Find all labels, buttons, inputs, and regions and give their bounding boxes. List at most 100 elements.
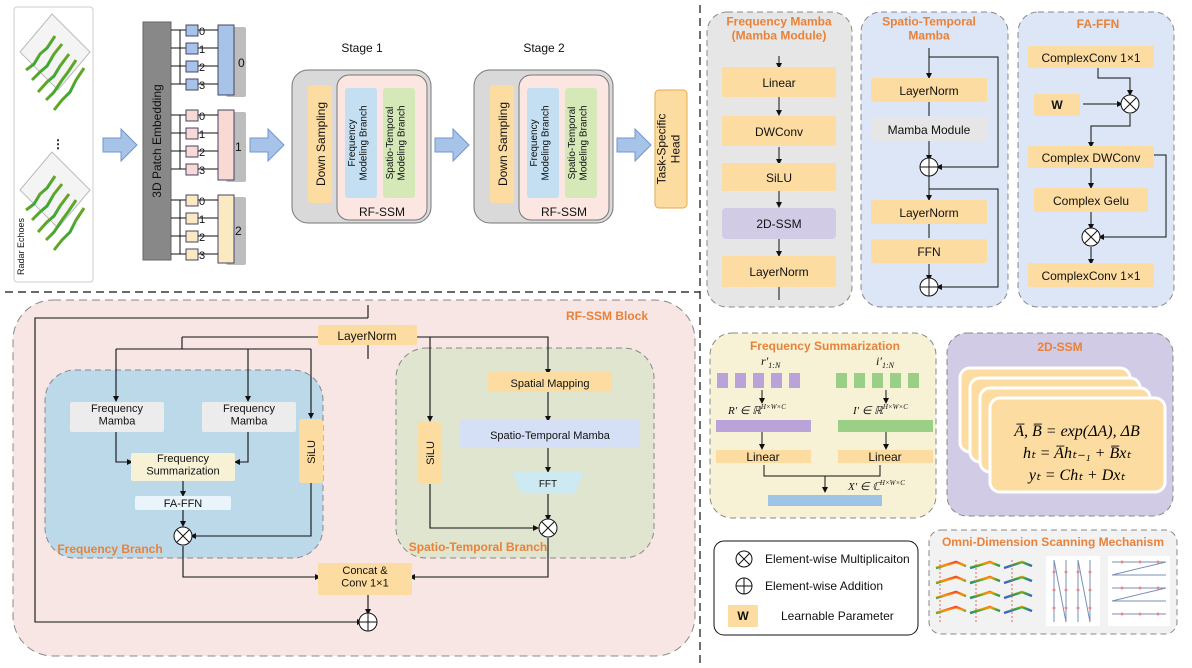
fm-step-box [722, 208, 836, 239]
fm-step-label: LayerNorm [749, 265, 808, 279]
arrow-to-head [616, 127, 652, 163]
layernorm-box [318, 325, 417, 345]
r-input-label: r′1:N [761, 354, 781, 370]
token-group-2: 2 0 1 2 3 [171, 194, 246, 265]
multiply-freq-icon [173, 526, 193, 546]
patch-embedding-label: 3D Patch Embedding [150, 84, 164, 197]
concat-conv-label: Concat &Conv 1×1 [341, 565, 388, 590]
token-index: 1 [199, 44, 205, 56]
legend-multiply-icon [735, 550, 753, 568]
frequency-branch-title: Frequency Branch [57, 542, 162, 556]
token-index: 3 [199, 165, 205, 177]
token-index: 3 [199, 250, 205, 262]
token-index: 0 [199, 111, 205, 123]
ellipsis-dots: ⋮ [52, 137, 64, 151]
legend-multiply-label: Element-wise Multiplicaiton [765, 552, 910, 566]
ssm-eq-output: yₜ = Chₜ + Dxₜ [1027, 467, 1125, 484]
fm-step-box [722, 67, 836, 97]
i-space-label: I′ ∈ ℝH×W×C [852, 403, 908, 417]
stage-2: Stage 2 Down Sampling FrequencyModeling … [473, 41, 614, 224]
w-parameter-box [1034, 94, 1080, 116]
radar-echoes-panel: ⋮ Radar Echoes [13, 6, 94, 283]
ssm-eq-discretization: A̅, B̅ = exp(ΔA), ΔB [1013, 423, 1140, 440]
add-output-icon [358, 612, 378, 632]
stm-step-box [871, 117, 987, 141]
ssm2d-title: 2D-SSM [1037, 340, 1082, 354]
stm-step-label: LayerNorm [899, 206, 958, 220]
horizontal-scan-illustration [1108, 556, 1170, 626]
frequency-summarization-box [131, 453, 235, 481]
frequency-summarization-panel: Frequency Summarization r′1:N i′1:N R′ ∈… [709, 332, 937, 519]
linear-left-box [716, 450, 811, 463]
stm-step-box [871, 200, 987, 224]
radar-image-bottom [19, 151, 91, 251]
stage-title: Stage 2 [523, 41, 565, 55]
fm-step-label: DWConv [755, 125, 803, 139]
fm-step-label: SiLU [766, 171, 792, 185]
token-index: 1 [199, 214, 205, 226]
down-sampling-label: Down Sampling [496, 102, 510, 186]
x-output-label: X′ ∈ ℂH×W×C [847, 479, 905, 493]
silu-st-label: SiLU [425, 441, 437, 465]
legend-add-label: Element-wise Addition [765, 579, 883, 593]
spatial-mapping-label: Spatial Mapping [511, 378, 590, 390]
rf-ssm-label: RF-SSM [359, 205, 405, 219]
multiply-icon [1120, 94, 1140, 114]
complex-dwconv-box [1028, 146, 1154, 168]
multiply-st-icon [538, 518, 558, 538]
stm-step-label: FFN [917, 245, 940, 259]
st-modeling-branch-box [383, 88, 415, 198]
multiply-icon [1081, 227, 1101, 247]
legend-w-symbol: W [737, 609, 749, 623]
radar-image-top [19, 13, 91, 111]
token-index: 2 [199, 62, 205, 74]
scanning-panel: Omni-Dimension Scanning Mechanism [928, 529, 1178, 635]
stage-1: Stage 1 Down Sampling FrequencyModeling … [291, 41, 432, 224]
complex-dwconv-label: Complex DWConv [1042, 151, 1141, 165]
frequency-mamba-left-box [70, 402, 164, 432]
token-index: 0 [199, 196, 205, 208]
legend-param-label: Learnable Parameter [781, 609, 894, 623]
flow-arrows [102, 127, 652, 163]
silu-st-box [418, 422, 442, 484]
stm-step-box [871, 239, 987, 263]
group-label-2: 2 [235, 224, 242, 238]
st-branch-title: Spatio-Temporal Branch [409, 540, 547, 554]
patch-embedding-bar [142, 21, 172, 261]
group-label-0: 0 [238, 56, 245, 70]
complexconv-top-label: ComplexConv 1×1 [1041, 51, 1140, 65]
down-sampling-label: Down Sampling [314, 102, 328, 186]
arrow-to-stage1 [249, 127, 285, 163]
fa-ffn-title: FA-FFN [1077, 17, 1120, 31]
i-input-label: i′1:N [876, 354, 895, 370]
stm-step-label: Mamba Module [888, 123, 971, 137]
task-specific-head-box [654, 89, 688, 209]
down-sampling-box [490, 85, 514, 203]
frequency-mamba-right-box [202, 402, 296, 432]
frequency-modeling-branch-box [345, 88, 377, 198]
scanning-title: Omni-Dimension Scanning Mechanism [942, 535, 1164, 549]
arrowheads [113, 369, 551, 625]
frequency-mamba-title: Frequency Mamba(Mamba Module) [726, 15, 832, 43]
complexconv-top-box [1028, 46, 1154, 68]
token-index: 3 [199, 80, 205, 92]
complexconv-bottom-label: ComplexConv 1×1 [1041, 269, 1140, 283]
legend-add-icon [735, 577, 753, 595]
token-index: 2 [199, 147, 205, 159]
linear-right-box [838, 450, 933, 463]
fa-ffn-box [135, 496, 231, 510]
stm-step-label: LayerNorm [899, 84, 958, 98]
rf-ssm-block: RF-SSM Block Frequency Branch Spatio-Tem… [12, 299, 696, 657]
linear-right-label: Linear [868, 450, 901, 464]
add-icon [919, 157, 939, 177]
complex-gelu-label: Complex Gelu [1053, 194, 1129, 208]
group-label-1: 1 [235, 140, 242, 154]
linear-left-label: Linear [746, 450, 779, 464]
frequency-modeling-branch-box [527, 88, 559, 198]
layernorm-label: LayerNorm [337, 329, 396, 343]
